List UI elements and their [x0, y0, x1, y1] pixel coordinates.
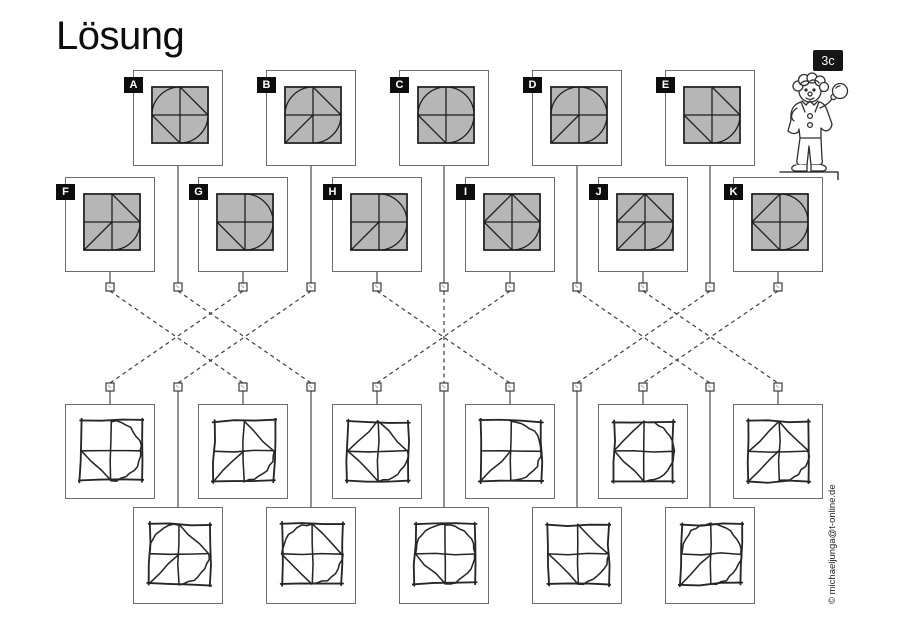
- tile-H: H: [323, 177, 422, 272]
- sketch-pattern-K: [611, 419, 676, 484]
- connector-top-E-mark: [707, 284, 712, 289]
- tile-C: C: [390, 70, 489, 166]
- connector-bottom-H-mark: [507, 384, 512, 389]
- connector-bottom-K-mark: [640, 384, 645, 389]
- tile-label-K: K: [724, 184, 743, 200]
- connector-top-G-mark: [240, 284, 245, 289]
- tile-F: F: [56, 177, 155, 272]
- sketch-of-K: [598, 404, 688, 499]
- tile-label-E: E: [656, 77, 675, 93]
- connector-bottom-D-mark: [707, 384, 712, 389]
- sketch-pattern-F: [211, 418, 277, 484]
- tile-E: E: [656, 70, 755, 166]
- connector-bottom-I-mark: [374, 384, 379, 389]
- tile-label-C: C: [390, 77, 409, 93]
- sketch-pattern-H: [478, 418, 544, 484]
- sketch-pattern-D: [678, 521, 744, 587]
- connector-bottom-F-mark: [240, 384, 245, 389]
- tile-pattern-A: [151, 86, 209, 144]
- sketch-of-G: [65, 404, 155, 499]
- connector-top-K-mark: [775, 284, 780, 289]
- connector-top-C-mark: [441, 284, 446, 289]
- sketch-of-B: [133, 507, 223, 604]
- sketch-pattern-C: [412, 521, 478, 587]
- tile-pattern-E: [683, 86, 741, 144]
- solution-link-J: [642, 290, 779, 384]
- solution-link-K: [642, 290, 779, 384]
- tile-pattern-I: [483, 193, 541, 251]
- connector-bottom-C-mark: [441, 384, 446, 389]
- sketch-of-I: [332, 404, 422, 499]
- tile-pattern-C: [417, 86, 475, 144]
- tile-pattern-K: [751, 193, 809, 251]
- connector-bottom-E-mark: [574, 384, 579, 389]
- tile-J: J: [589, 177, 688, 272]
- connector-bottom-J-mark: [775, 384, 780, 389]
- copyright-text: © michaeljunga@t-online.de: [827, 484, 838, 604]
- tile-label-G: G: [189, 184, 208, 200]
- tile-G: G: [189, 177, 288, 272]
- tile-A: A: [124, 70, 223, 166]
- tile-label-J: J: [589, 184, 608, 200]
- worksheet-number-badge: 3c: [813, 50, 843, 71]
- tile-K: K: [724, 177, 823, 272]
- tile-pattern-G: [216, 193, 274, 251]
- connector-bottom-G-mark: [107, 384, 112, 389]
- sketch-of-F: [198, 404, 288, 499]
- tile-label-H: H: [323, 184, 342, 200]
- sketch-of-A: [266, 507, 356, 604]
- sketch-of-E: [532, 507, 622, 604]
- tile-pattern-D: [550, 86, 608, 144]
- sketch-pattern-B: [146, 521, 212, 587]
- tile-label-I: I: [456, 184, 475, 200]
- connector-top-D-mark: [574, 284, 579, 289]
- sketch-pattern-E: [545, 522, 611, 587]
- tile-label-B: B: [257, 77, 276, 93]
- connector-top-B-mark: [308, 284, 313, 289]
- tile-label-F: F: [56, 184, 75, 200]
- tile-pattern-J: [616, 193, 674, 251]
- clown-illustration: [779, 72, 849, 180]
- tile-pattern-H: [350, 193, 408, 251]
- connector-top-F-mark: [107, 284, 112, 289]
- tile-I: I: [456, 177, 555, 272]
- ground-line-icon: [779, 171, 839, 180]
- connector-bottom-A-mark: [308, 384, 313, 389]
- sketch-pattern-G: [78, 418, 144, 484]
- sketch-of-D: [665, 507, 755, 604]
- tile-pattern-F: [83, 193, 141, 251]
- connector-top-J-mark: [640, 284, 645, 289]
- tile-label-D: D: [523, 77, 542, 93]
- tile-B: B: [257, 70, 356, 166]
- sketch-of-C: [399, 507, 489, 604]
- connector-top-I-mark: [507, 284, 512, 289]
- sketch-pattern-I: [345, 418, 411, 484]
- tile-pattern-B: [284, 86, 342, 144]
- sketch-of-H: [465, 404, 555, 499]
- tile-D: D: [523, 70, 622, 166]
- tile-label-A: A: [124, 77, 143, 93]
- sketch-pattern-J: [746, 418, 812, 484]
- page-title: Lösung: [56, 14, 185, 58]
- connector-top-A-mark: [175, 284, 180, 289]
- connector-bottom-B-mark: [175, 384, 180, 389]
- sketch-of-J: [733, 404, 823, 499]
- connector-top-H-mark: [374, 284, 379, 289]
- sketch-pattern-A: [279, 521, 345, 587]
